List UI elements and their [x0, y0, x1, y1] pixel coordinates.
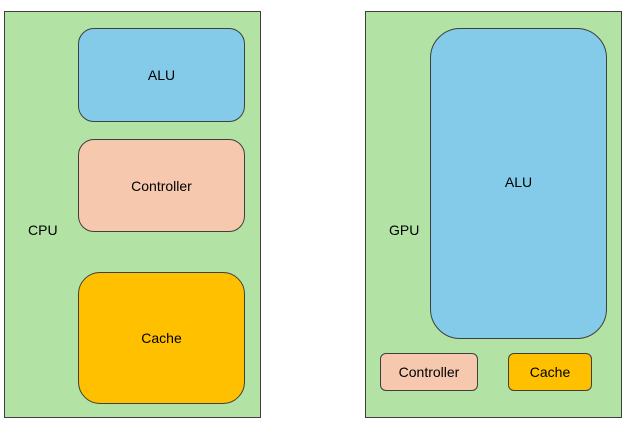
gpu-controller-block: Controller — [380, 353, 478, 391]
gpu-cache-label: Cache — [529, 364, 571, 380]
cpu-cache-block: Cache — [78, 272, 245, 404]
cpu-alu-block: ALU — [78, 28, 245, 122]
gpu-alu-block: ALU — [430, 28, 607, 339]
cpu-controller-label: Controller — [131, 177, 192, 194]
cpu-cache-label: Cache — [141, 330, 182, 346]
gpu-cache-block: Cache — [508, 353, 592, 391]
gpu-label: GPU — [389, 222, 420, 238]
cpu-alu-label: ALU — [147, 67, 176, 83]
cpu-controller-block: Controller — [78, 139, 245, 232]
gpu-controller-label: Controller — [398, 364, 460, 380]
gpu-alu-label: ALU — [504, 173, 533, 190]
cpu-label: CPU — [28, 222, 58, 238]
